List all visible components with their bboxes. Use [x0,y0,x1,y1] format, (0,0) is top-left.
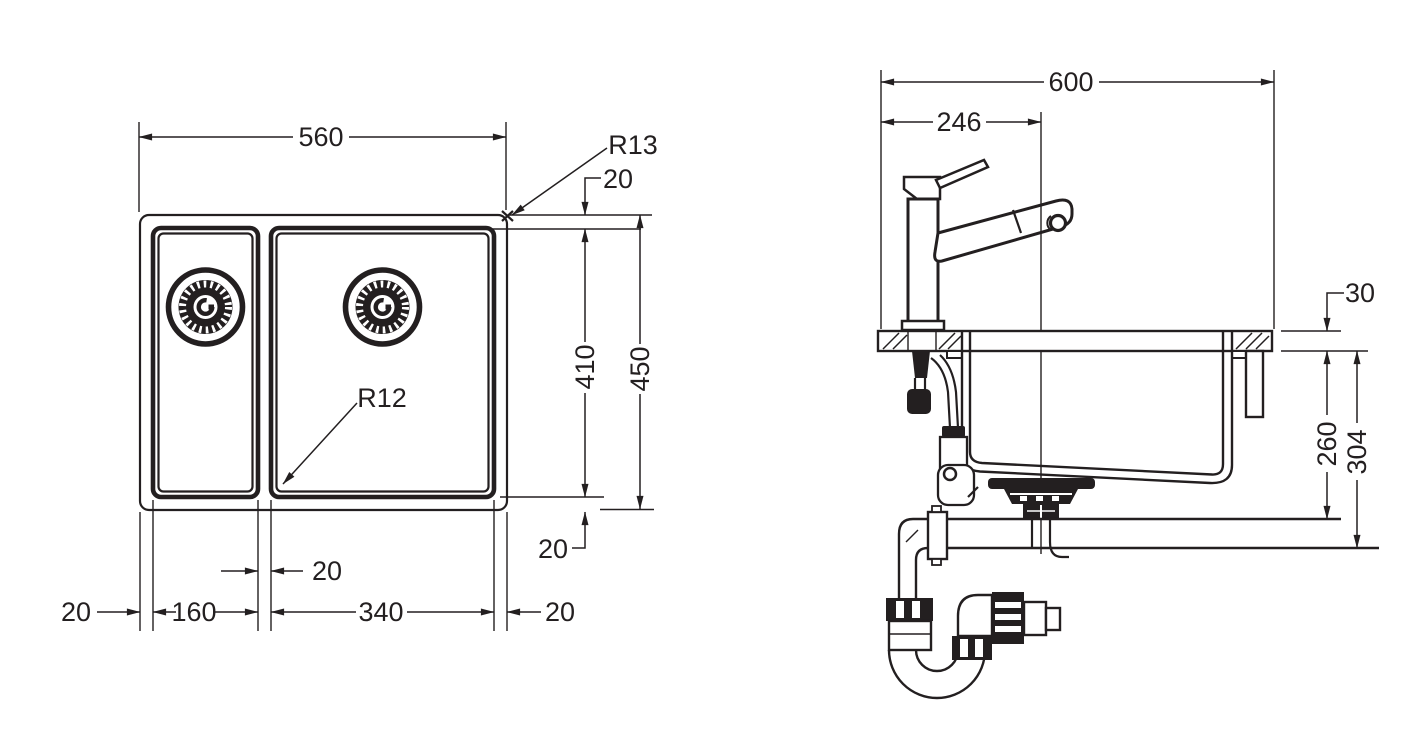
outlet-elbow [956,593,994,638]
dim-label-waste-outlet-depth: 304 [1342,429,1372,474]
dim-label-small-bowl-width: 160 [171,597,216,627]
elbow-outer [897,517,928,600]
dim-label-top-rim: 20 [603,164,633,194]
waste-trap [886,592,1062,700]
pullout-hose-end [907,389,931,414]
tailpiece-hook [1048,541,1069,559]
bracket-screw [942,466,958,482]
pipe-flange [926,510,949,561]
dim-label-right-rim: 20 [545,597,575,627]
large-bowl-drain [342,267,423,347]
dim-overall-depth: 450 [600,214,655,511]
section-view: 600 246 [876,67,1379,700]
bowl-outer-wall [960,331,1234,485]
spout-joint [1011,209,1023,234]
callout-outer-radius: R13 [501,130,658,222]
trap-inner-bend [914,649,960,673]
dim-label-overall-width: 560 [298,122,343,152]
small-bowl [150,225,261,500]
dim-label-large-bowl-width: 340 [358,597,403,627]
callout-bowl-radius: R12 [282,383,407,485]
dim-counter-width: 600 [880,67,1275,97]
spout-aerator [1048,213,1068,233]
tap-base [900,319,946,332]
elbow-inner [914,546,929,600]
dim-bottom-rim: 20 [538,511,589,564]
bowl-inner-wall [968,331,1225,476]
plan-view: 560 R13 20 410 450 [61,122,658,631]
dim-label-bowl-radius: R12 [357,383,407,413]
dim-bowl-depth: 410 [500,228,604,498]
dim-label-counter-width: 600 [1048,67,1093,97]
mounting-stud [1244,349,1265,419]
hose-nut [942,426,965,437]
kitchen-tap [900,158,1074,332]
dim-divider: 20 [221,556,342,586]
dim-section-bowl-depth: 260 [1312,350,1342,520]
bowl-section [960,331,1234,485]
dim-tap-offset: 246 [880,107,1042,137]
dim-waste-outlet-depth: 304 [1342,350,1372,549]
dim-label-bottom-rim: 20 [538,534,568,564]
tap-shank [912,351,930,378]
dim-label-outer-radius: R13 [608,130,658,160]
trap-outer-bend [887,649,987,700]
countertop [876,329,1274,353]
countertop-hatching [882,332,1270,350]
dim-label-tap-offset: 246 [936,107,981,137]
corner-x-mark [501,210,514,222]
sink-rim-left [946,350,963,359]
dim-label-divider: 20 [312,556,342,586]
dim-counter-thickness: 30 [1281,278,1375,352]
dim-label-overall-depth: 450 [625,346,655,391]
tap-body [906,197,940,324]
tap-lever [934,158,990,190]
tap-hoses [907,354,979,507]
dim-label-bowl-depth: 410 [570,344,600,389]
large-bowl [268,225,497,500]
tap-spout [933,198,1074,263]
dim-label-left-rim: 20 [61,597,91,627]
countertop-section [876,329,1274,419]
dim-label-counter-thickness: 30 [1345,278,1375,308]
dim-top-rim: 20 [488,164,652,230]
sink-rim-right [1231,350,1248,359]
dim-label-section-bowl-depth: 260 [1312,421,1342,466]
dim-bottom-row: 20 160 340 20 [61,597,575,627]
waste-strainer [988,478,1095,559]
sink-outer-edge [138,213,509,512]
dim-overall-width: 560 [138,122,507,212]
waste-pipe [897,505,1379,600]
tap-handle-base [902,175,942,201]
small-bowl-drain [165,267,246,347]
